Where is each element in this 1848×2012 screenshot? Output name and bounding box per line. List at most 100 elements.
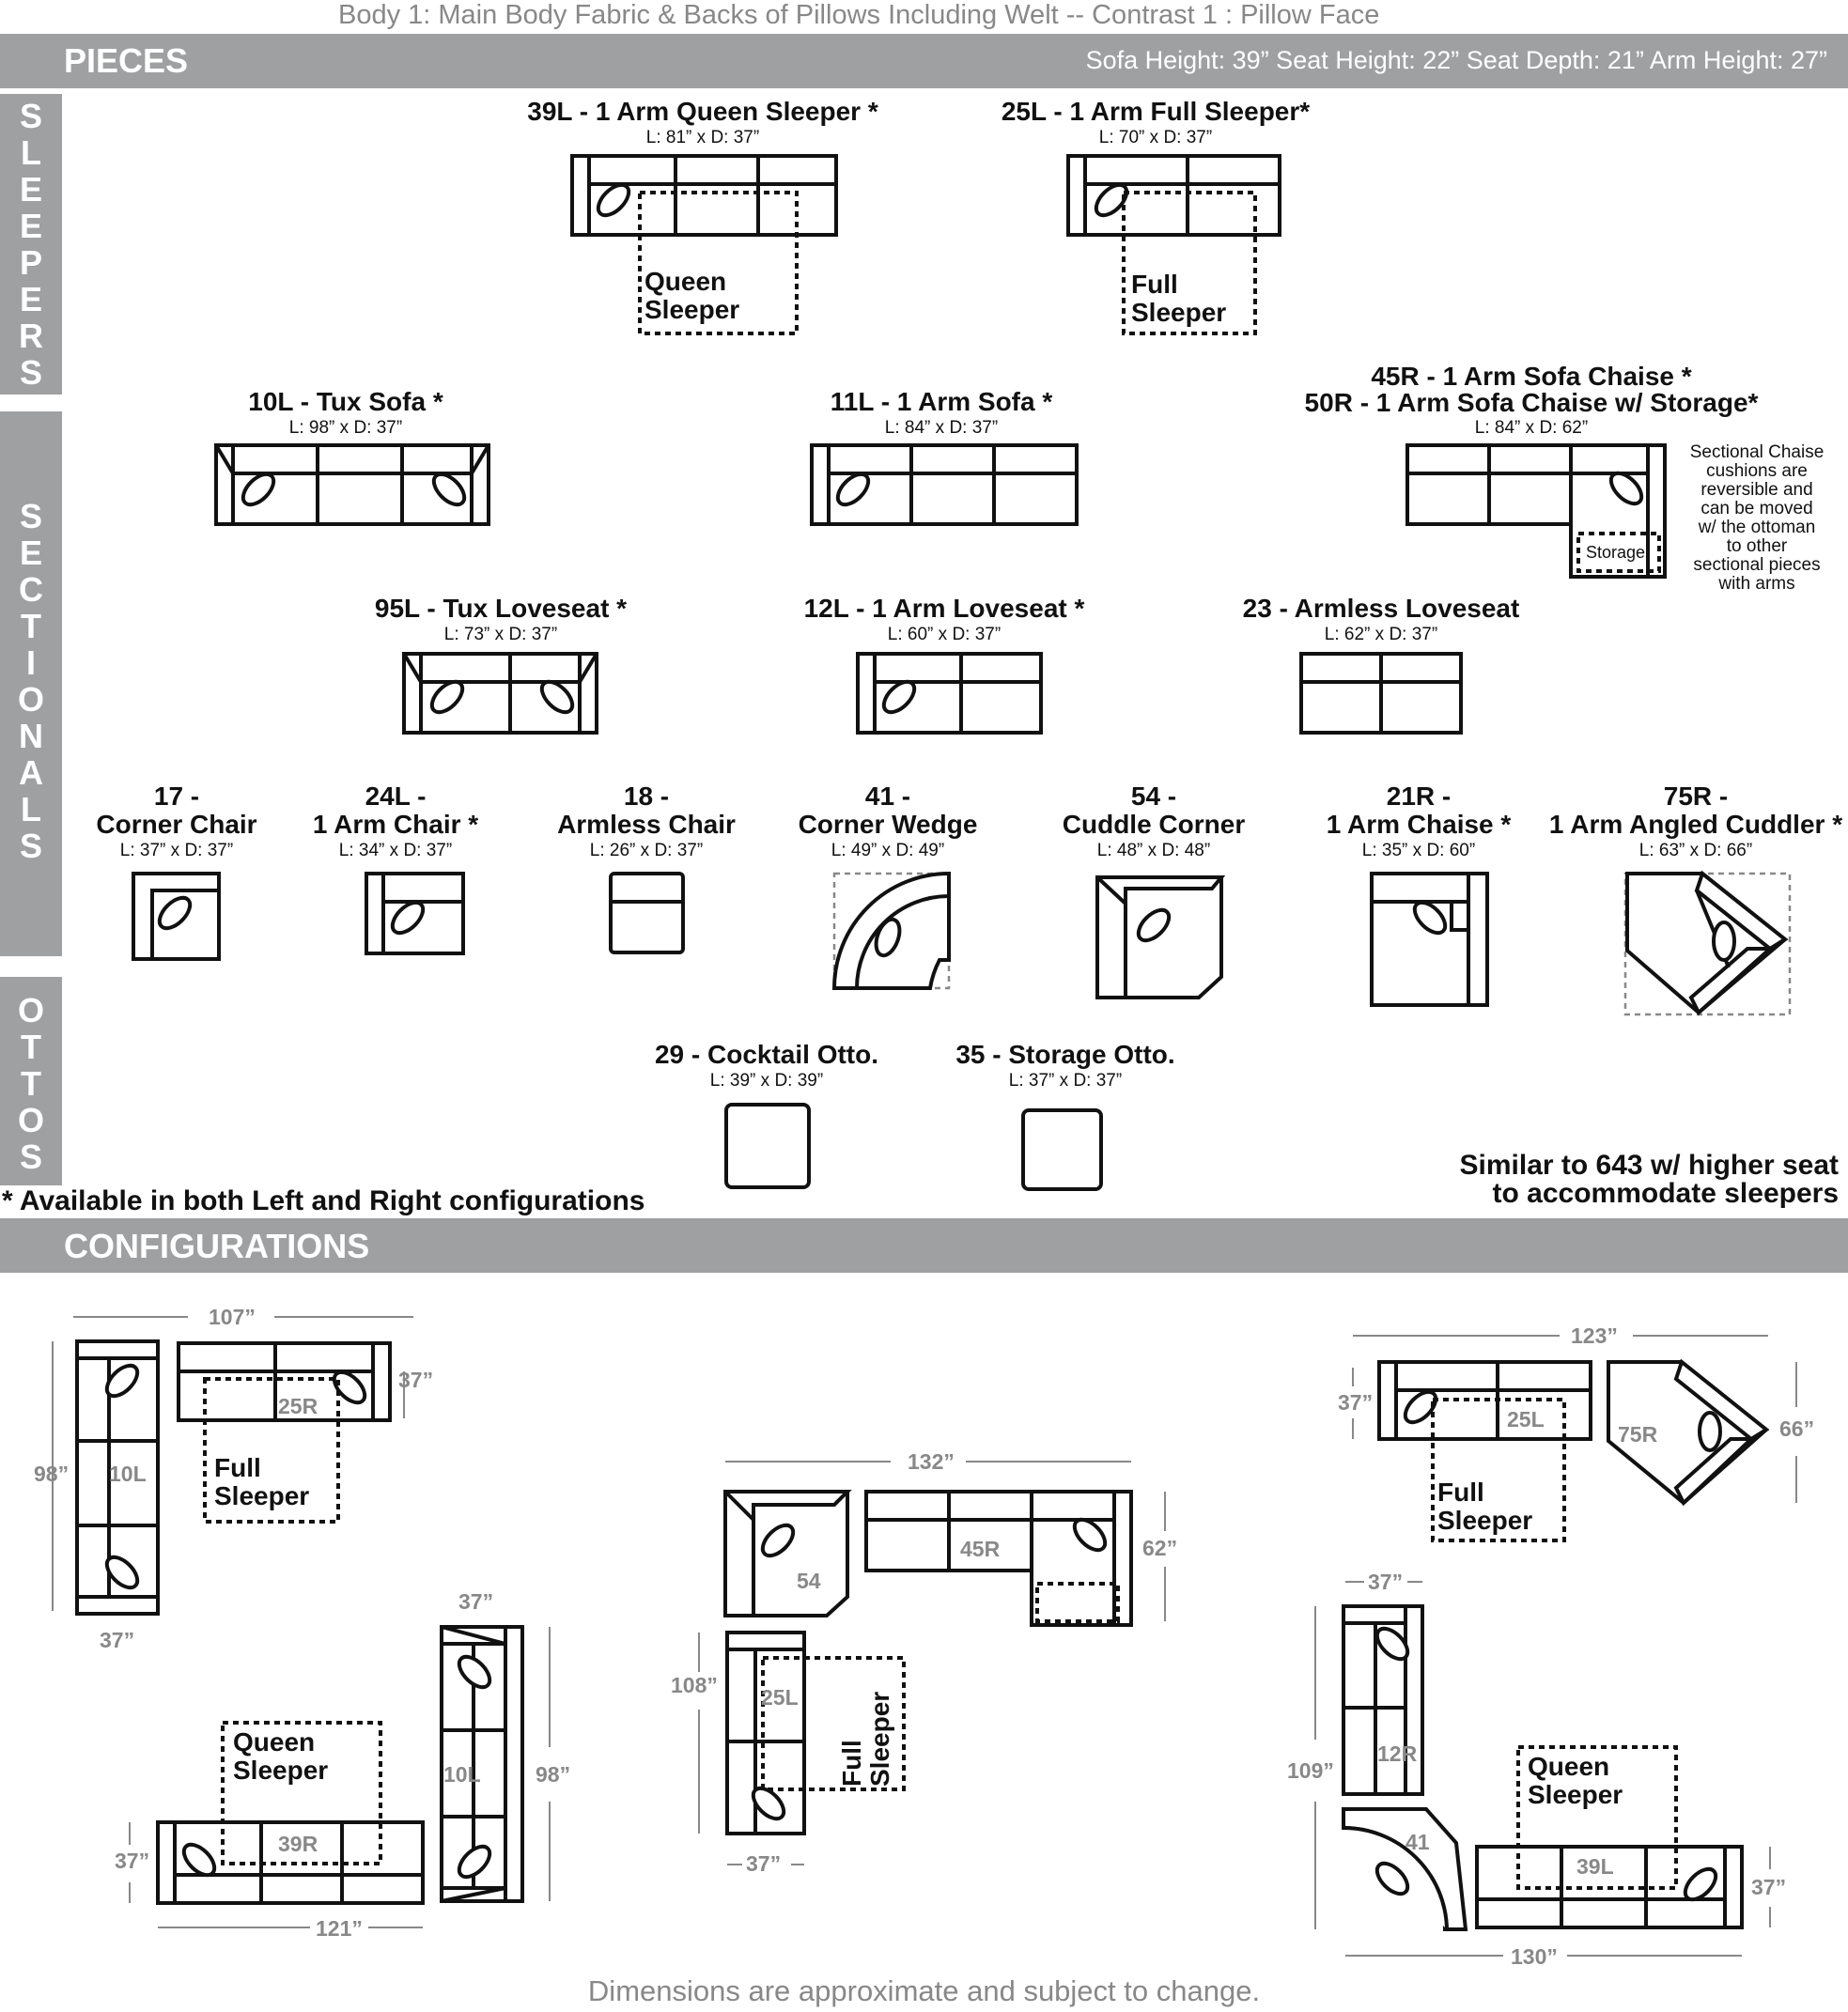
storage-label: Storage — [1586, 543, 1646, 562]
piece-18-dims: L: 26” x D: 37” — [589, 841, 704, 860]
piece-29-drawing — [724, 1103, 811, 1189]
piece-39L-sleeper-label: Queen Sleeper — [644, 268, 739, 324]
header-note: Body 1: Main Body Fabric & Backs of Pill… — [338, 0, 1380, 30]
chaise-note-line: can be moved — [1700, 499, 1813, 518]
config-4-depth-left: 37” — [1338, 1390, 1374, 1415]
config-2-label-10L: 10L — [443, 1762, 481, 1787]
piece-35-drawing — [1021, 1108, 1103, 1191]
pieces-bar: PIECES Sofa Height: 39” Seat Height: 22”… — [0, 34, 1848, 88]
config-5-depth-right: 37” — [1751, 1875, 1787, 1899]
piece-75R-dims: L: 63” x D: 66” — [1638, 841, 1753, 860]
piece-75R-drawing — [1623, 870, 1792, 1016]
config-5-label-12R: 12R — [1377, 1741, 1418, 1766]
similar-note-line2: to accommodate sleepers — [1492, 1178, 1839, 1209]
config-1-sleeper-label: Full Sleeper — [214, 1454, 309, 1510]
sectionals-letter: N — [19, 717, 43, 755]
piece-75R-num: 75R - — [1663, 782, 1729, 811]
piece-25L-sleeper-line1: Full — [1131, 270, 1178, 299]
ottos-letter: T — [21, 1064, 41, 1103]
piece-54-drawing — [1095, 875, 1226, 999]
sleepers-side-bar — [0, 94, 62, 395]
sectionals-letter: S — [19, 827, 42, 865]
piece-41-label: Corner Wedge — [798, 810, 978, 839]
sectionals-letter: T — [21, 607, 41, 645]
piece-25L-sleeper-label: Full Sleeper — [1131, 271, 1226, 327]
config-2-height: 98” — [536, 1762, 571, 1787]
ottos-side-bar — [0, 977, 62, 1185]
chaise-note-line: to other — [1726, 536, 1788, 556]
piece-23-name: 23 - Armless Loveseat — [1242, 594, 1520, 623]
piece-41-drawing — [831, 871, 951, 990]
piece-11L-drawing — [810, 443, 1079, 526]
config-4-depth-right: 66” — [1779, 1416, 1815, 1441]
similar-note-line1: Similar to 643 w/ higher seat — [1459, 1150, 1839, 1181]
configurations-bar: CONFIGURATIONS — [0, 1218, 1848, 1273]
config-4-sleeper-label: Full Sleeper — [1437, 1478, 1532, 1535]
sectionals-letter: E — [19, 534, 42, 572]
config-3-width: 132” — [908, 1449, 955, 1474]
ottos-letter: T — [21, 1028, 41, 1066]
piece-25L-sleeper-line2: Sleeper — [1131, 298, 1227, 327]
piece-18-label: Armless Chair — [557, 810, 736, 839]
sleepers-letter: S — [19, 97, 42, 135]
sleepers-letter: R — [19, 317, 43, 355]
config-1-width: 107” — [209, 1305, 256, 1329]
piece-41-dims: L: 49” x D: 49” — [831, 841, 945, 860]
piece-39L-sleeper-line2: Sleeper — [644, 295, 740, 324]
piece-11L-name: 11L - 1 Arm Sofa * — [830, 387, 1053, 416]
piece-95L-dims: L: 73” x D: 37” — [443, 625, 558, 644]
config-2-width: 121” — [316, 1916, 363, 1941]
piece-12L-dims: L: 60” x D: 37” — [887, 625, 1002, 644]
config-3-depth-bottom: 37” — [746, 1851, 782, 1876]
config-2-depth-top: 37” — [458, 1589, 494, 1614]
config-5-width: 130” — [1511, 1944, 1558, 1969]
piece-39L-dims: L: 81” x D: 37” — [645, 128, 760, 147]
config-2-sleeper-line2: Sleeper — [233, 1756, 329, 1785]
piece-54-name: 54 -Cuddle Corner — [1060, 782, 1248, 839]
sectionals-side-bar — [0, 411, 62, 956]
piece-10L-drawing — [214, 443, 490, 526]
ottos-letter: O — [17, 1101, 44, 1139]
sleepers-letter: L — [21, 133, 41, 172]
piece-10L-dims: L: 98” x D: 37” — [288, 418, 403, 438]
config-1-depth-right: 37” — [398, 1368, 434, 1392]
sleepers-letter: E — [19, 170, 42, 209]
config-2-label-39R: 39R — [278, 1832, 318, 1856]
piece-17-dims: L: 37” x D: 37” — [119, 841, 234, 860]
piece-10L-name: 10L - Tux Sofa * — [248, 387, 443, 416]
config-2-depth-left: 37” — [115, 1849, 150, 1873]
piece-18-num: 18 - — [623, 782, 670, 811]
config-2-sleeper-label: Queen Sleeper — [233, 1728, 328, 1785]
config-3-sleeper-line1: Full — [837, 1740, 866, 1787]
piece-25L-drawing — [1066, 154, 1281, 335]
sectionals-letter: A — [19, 753, 43, 792]
config-3-sleeper-line2: Sleeper — [865, 1691, 894, 1787]
piece-24L-drawing — [365, 872, 465, 955]
config-5-height: 109” — [1287, 1758, 1334, 1783]
piece-41-num: 41 - — [864, 782, 911, 811]
sleepers-letter: E — [19, 207, 42, 245]
piece-25L-name: 25L - 1 Arm Full Sleeper* — [1001, 97, 1311, 126]
config-1-label-25R: 25R — [278, 1394, 318, 1418]
piece-54-dims: L: 48” x D: 48” — [1096, 841, 1211, 860]
config-2-sleeper-line1: Queen — [233, 1727, 316, 1757]
chaise-note-line: Sectional Chaise — [1689, 442, 1825, 462]
pieces-title: PIECES — [64, 41, 189, 80]
pieces-specs: Sofa Height: 39” Seat Height: 22” Seat D… — [1085, 46, 1827, 74]
config-5-sleeper-label: Queen Sleeper — [1528, 1753, 1623, 1809]
chaise-note-line: sectional pieces — [1693, 555, 1821, 575]
chaise-note-line: reversible and — [1700, 480, 1813, 500]
piece-21R-num: 21R - — [1386, 782, 1452, 811]
piece-17-name: 17 -Corner Chair — [83, 782, 271, 839]
config-1-height: 98” — [34, 1462, 70, 1486]
config-5-sleeper-line2: Sleeper — [1528, 1780, 1623, 1809]
config-3-height: 108” — [671, 1673, 718, 1697]
piece-24L-dims: L: 34” x D: 37” — [338, 841, 453, 860]
config-5-sleeper-line1: Queen — [1528, 1752, 1610, 1781]
config-1-sleeper-line2: Sleeper — [214, 1481, 310, 1510]
piece-11L-dims: L: 84” x D: 37” — [884, 418, 999, 438]
config-4-label-25L: 25L — [1507, 1407, 1545, 1432]
config-1-label-10L: 10L — [109, 1462, 147, 1486]
piece-39L-drawing — [570, 154, 838, 335]
piece-21R-dims: L: 35” x D: 60” — [1361, 841, 1476, 860]
